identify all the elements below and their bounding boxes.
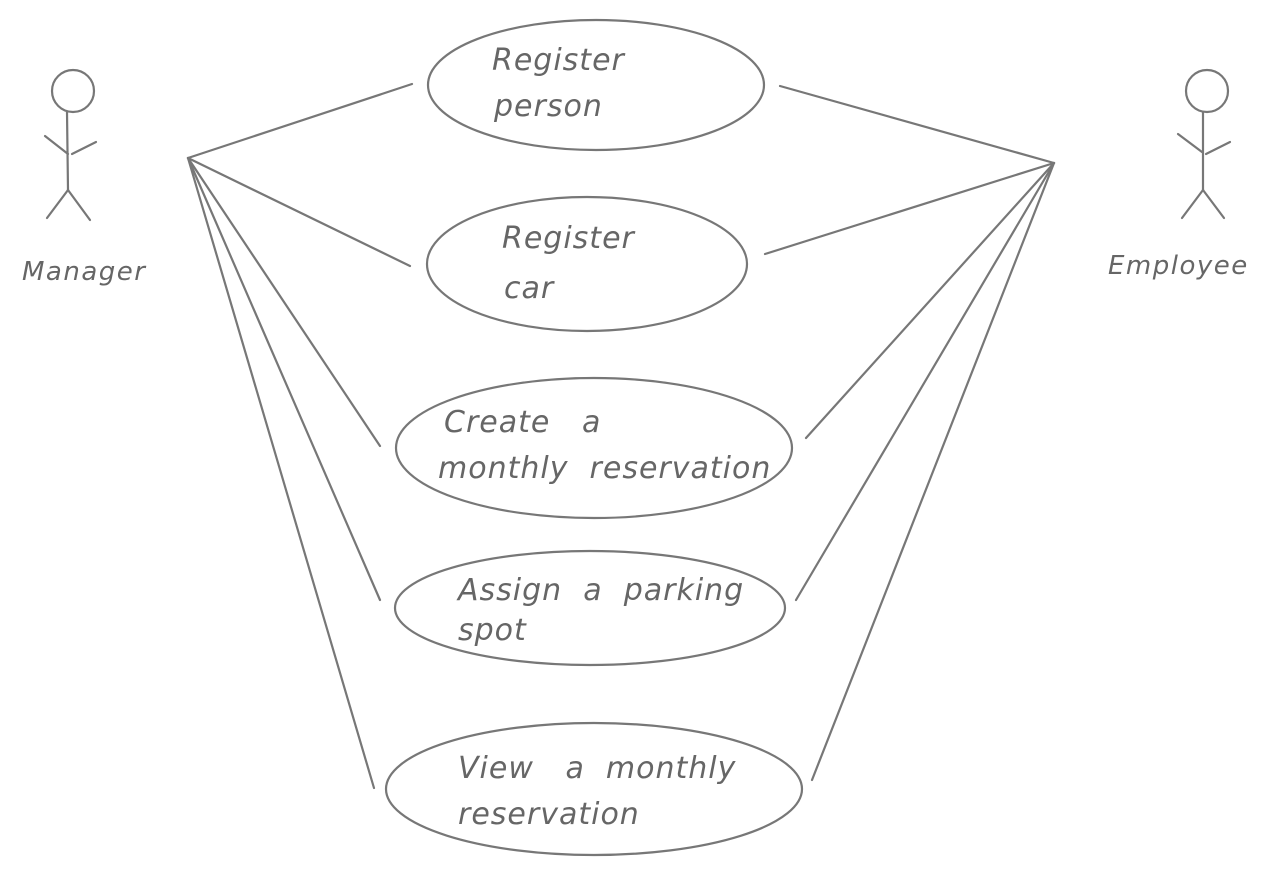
- use-case-text-line2: person: [493, 89, 603, 124]
- stick-figure-icon: [1176, 68, 1232, 220]
- use-case-text-line1: Register: [502, 221, 636, 256]
- actor-employee: Employee: [1108, 68, 1249, 281]
- use-case-text-line1: Register: [492, 43, 626, 78]
- use-case-assign-parking-spot[interactable]: Assign a parking spot: [393, 549, 787, 667]
- assoc-employee-create-reservation: [804, 161, 1056, 440]
- use-case-register-car[interactable]: Register car: [425, 195, 749, 333]
- assoc-manager-assign-spot: [186, 156, 382, 602]
- use-case-text-line2: reservation: [458, 797, 640, 832]
- use-case-text-line1: Create a: [444, 405, 601, 440]
- actor-label-manager: Manager: [22, 257, 147, 287]
- use-case-create-reservation[interactable]: Create a monthly reservation: [394, 376, 794, 520]
- assoc-manager-register-person: [186, 82, 414, 160]
- assoc-employee-assign-spot: [794, 161, 1056, 602]
- assoc-manager-create-reservation: [186, 156, 382, 448]
- use-case-register-person[interactable]: Register person: [426, 18, 766, 152]
- use-case-text-line1: Assign a parking: [456, 573, 744, 608]
- assoc-manager-register-car: [186, 156, 412, 268]
- assoc-employee-register-person: [778, 84, 1056, 165]
- assoc-employee-register-car: [763, 161, 1056, 256]
- actor-label-employee: Employee: [1108, 251, 1249, 281]
- use-case-text-line2: monthly reservation: [438, 451, 771, 486]
- actor-manager: Manager: [22, 68, 147, 287]
- use-case-text-line1: View a monthly: [458, 751, 737, 786]
- employee-associations: [763, 84, 1056, 782]
- use-case-view-reservation[interactable]: View a monthly reservation: [384, 721, 804, 857]
- assoc-manager-view-reservation: [186, 156, 376, 790]
- use-case-text-line2: spot: [458, 613, 527, 648]
- manager-associations: [186, 82, 414, 790]
- use-case-text-line2: car: [504, 271, 555, 306]
- stick-figure-icon: [43, 68, 98, 222]
- assoc-employee-view-reservation: [810, 161, 1056, 782]
